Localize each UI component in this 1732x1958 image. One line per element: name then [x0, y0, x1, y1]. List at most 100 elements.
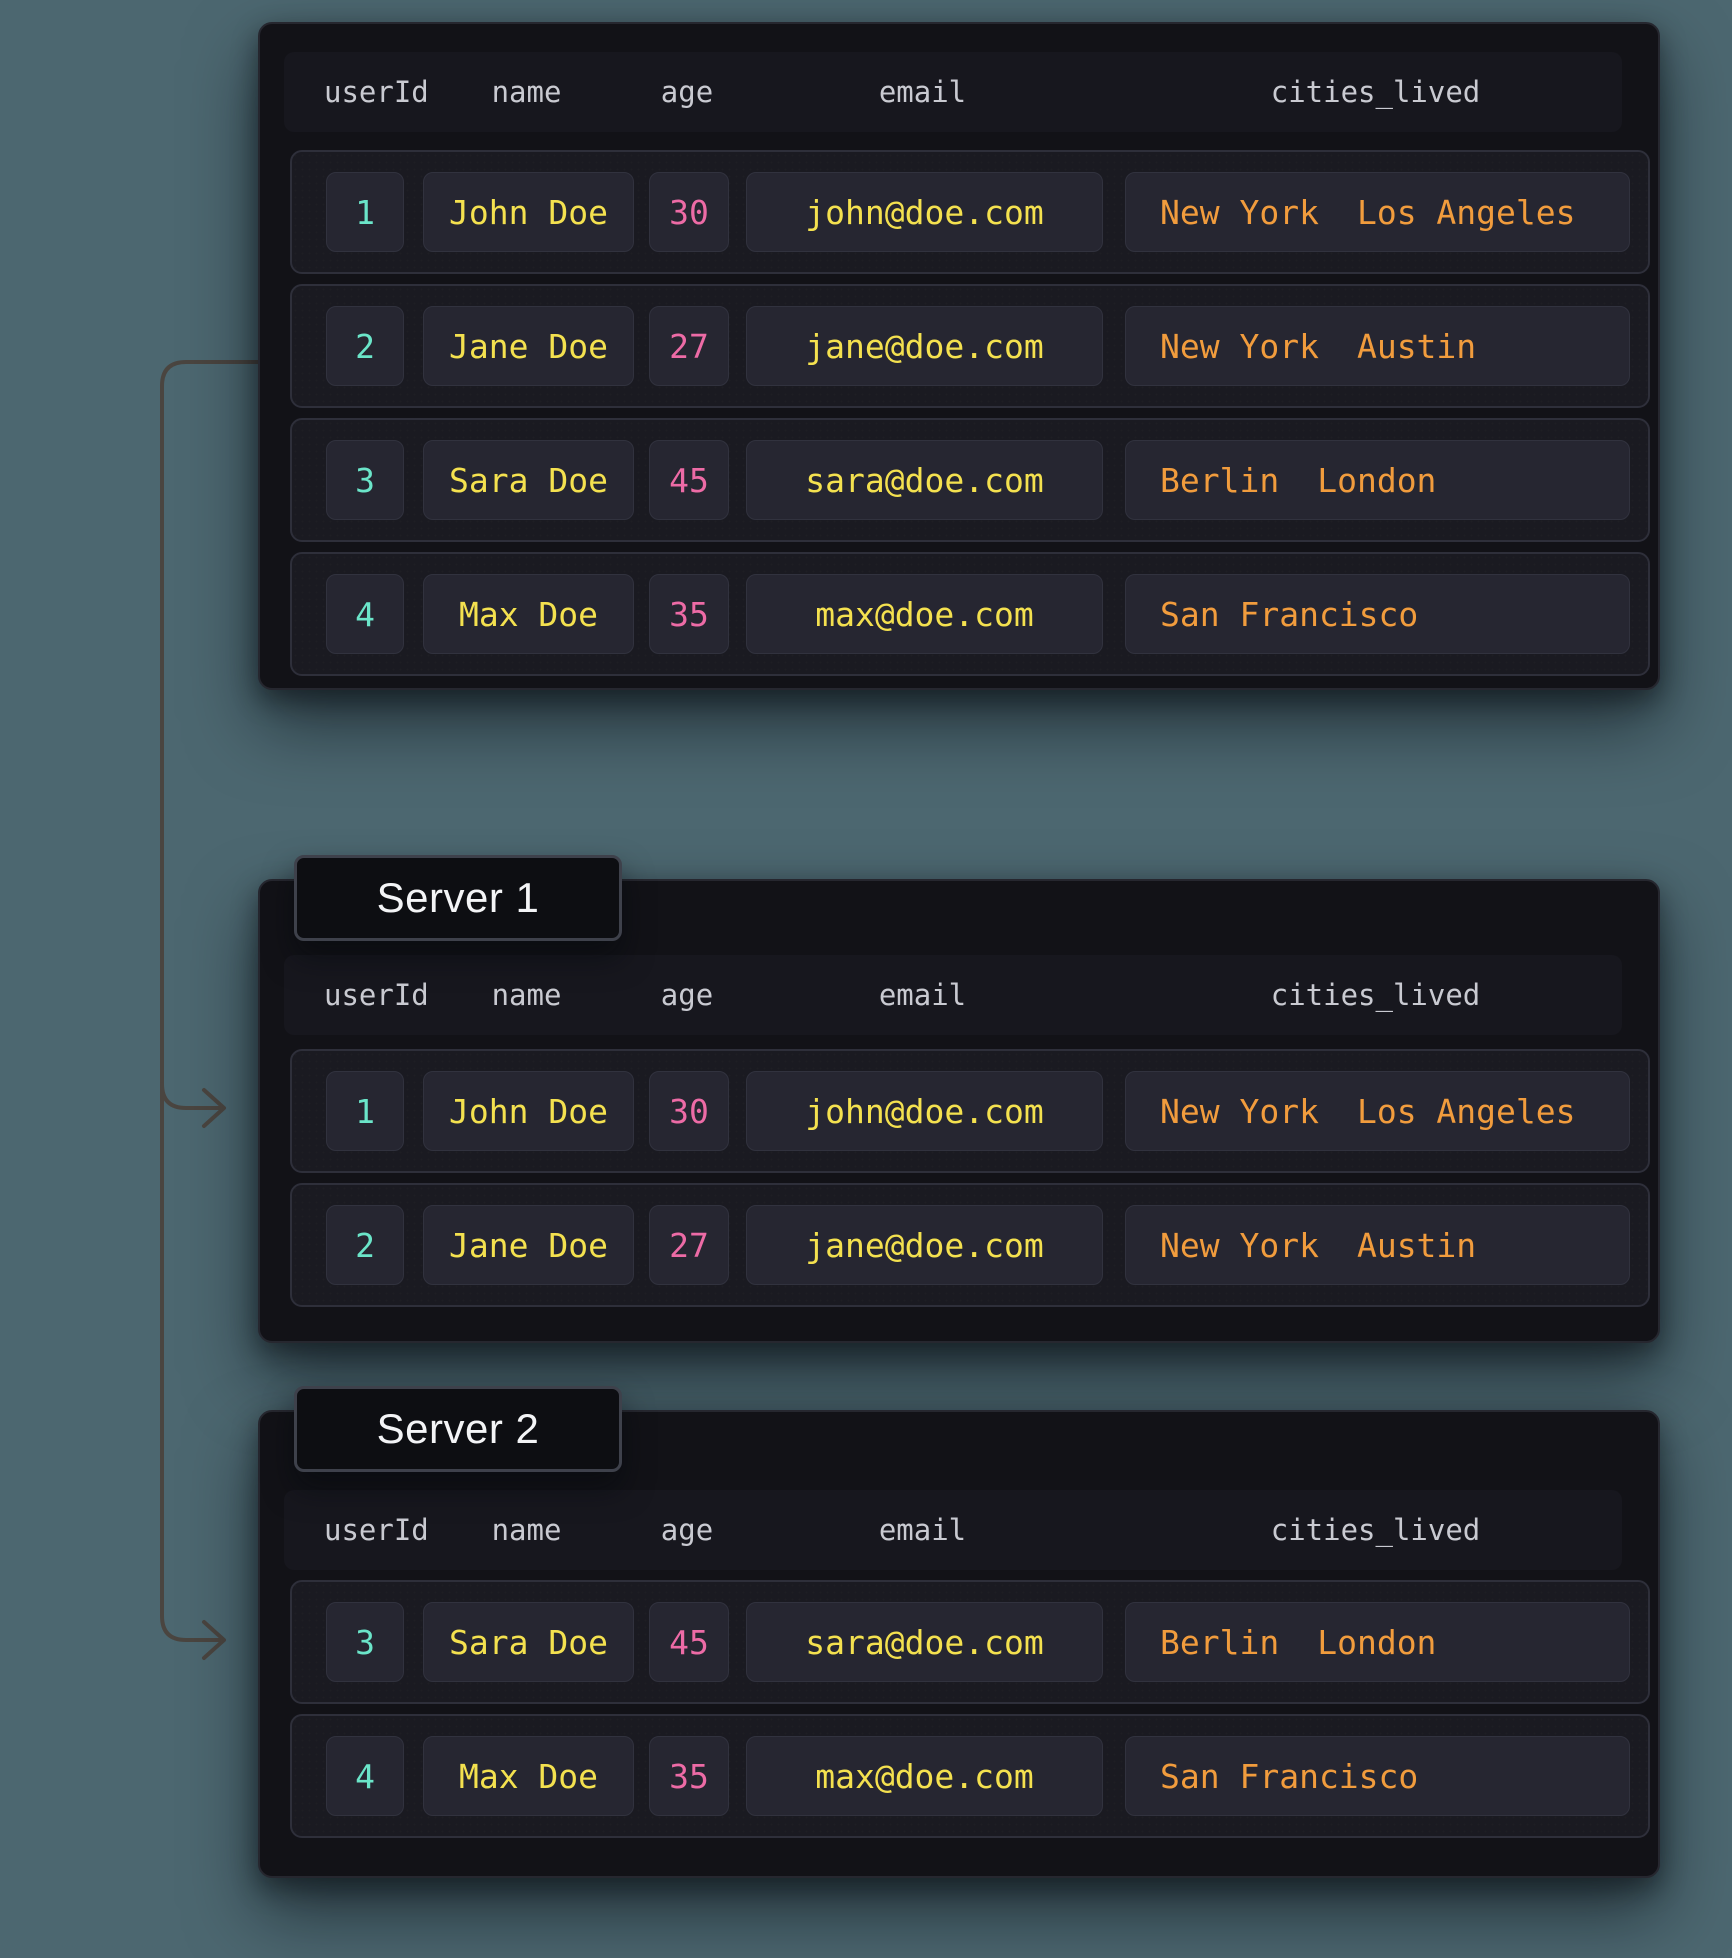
cell-age: 30 — [649, 1071, 729, 1151]
city-value: Berlin — [1160, 1622, 1280, 1662]
all-users-table-panel: userId name age email cities_lived 1 Joh… — [258, 22, 1660, 690]
userid-value: 1 — [355, 1091, 375, 1131]
city-value: London — [1317, 1622, 1437, 1662]
cell-email: jane@doe.com — [746, 306, 1103, 386]
cell-name: Sara Doe — [423, 440, 634, 520]
column-header-name: name — [491, 75, 562, 109]
cell-name: Max Doe — [423, 574, 634, 654]
cell-userid: 4 — [326, 574, 404, 654]
age-value: 35 — [669, 594, 709, 634]
name-value: Jane Doe — [449, 1225, 608, 1265]
column-header-email: email — [878, 978, 967, 1012]
arrowhead-icon — [202, 1088, 226, 1128]
cell-cities-lived: San Francisco — [1125, 1736, 1630, 1816]
table-rows: 1 John Doe 30 john@doe.com New York Los A… — [290, 150, 1650, 676]
userid-value: 2 — [355, 1225, 375, 1265]
name-value: Max Doe — [458, 1756, 599, 1796]
email-value: jane@doe.com — [805, 1225, 1044, 1265]
cell-userid: 4 — [326, 1736, 404, 1816]
cell-userid: 2 — [326, 1205, 404, 1285]
name-value: John Doe — [449, 1091, 608, 1131]
userid-value: 2 — [355, 326, 375, 366]
userid-value: 3 — [355, 460, 375, 500]
cell-cities-lived: New York Los Angeles — [1125, 172, 1630, 252]
age-value: 45 — [669, 460, 709, 500]
cell-name: Max Doe — [423, 1736, 634, 1816]
city-value: San Francisco — [1160, 594, 1419, 634]
userid-value: 4 — [355, 1756, 375, 1796]
cell-age: 35 — [649, 574, 729, 654]
column-header-email: email — [878, 75, 967, 109]
server-2-tab: Server 2 — [294, 1386, 622, 1472]
city-value: Austin — [1356, 326, 1477, 366]
cell-name: John Doe — [423, 172, 634, 252]
server-1-label: Server 1 — [376, 874, 540, 921]
table-row: 1 John Doe 30 john@doe.com New York Los A… — [290, 150, 1650, 274]
connector-branch-line — [160, 1082, 224, 1110]
cell-name: Sara Doe — [423, 1602, 634, 1682]
column-header-name: name — [491, 1513, 562, 1547]
userid-value: 1 — [355, 192, 375, 232]
cell-email: max@doe.com — [746, 574, 1103, 654]
cell-userid: 2 — [326, 306, 404, 386]
cell-name: Jane Doe — [423, 1205, 634, 1285]
name-value: Sara Doe — [449, 1622, 608, 1662]
column-header-row: userId name age email cities_lived — [284, 1490, 1622, 1570]
column-header-age: age — [660, 978, 714, 1012]
email-value: max@doe.com — [815, 1756, 1034, 1796]
email-value: john@doe.com — [805, 192, 1044, 232]
age-value: 30 — [669, 1091, 709, 1131]
connector-trunk-line — [160, 360, 260, 1642]
age-value: 30 — [669, 192, 709, 232]
column-header-age: age — [660, 1513, 714, 1547]
column-header-age: age — [660, 75, 714, 109]
name-value: Sara Doe — [449, 460, 608, 500]
cell-userid: 1 — [326, 172, 404, 252]
email-value: john@doe.com — [805, 1091, 1044, 1131]
name-value: Max Doe — [458, 594, 599, 634]
cell-email: john@doe.com — [746, 1071, 1103, 1151]
email-value: max@doe.com — [815, 594, 1034, 634]
server-2-panel: Server 2 userId name age email cities_li… — [258, 1386, 1660, 1878]
cell-age: 35 — [649, 1736, 729, 1816]
email-value: sara@doe.com — [805, 1622, 1044, 1662]
table-row: 4 Max Doe 35 max@doe.com San Francisco — [290, 552, 1650, 676]
email-value: jane@doe.com — [805, 326, 1044, 366]
table-row: 4 Max Doe 35 max@doe.com San Francisco — [290, 1714, 1650, 1838]
cell-age: 27 — [649, 306, 729, 386]
cell-userid: 1 — [326, 1071, 404, 1151]
age-value: 27 — [669, 326, 709, 366]
column-header-userid: userId — [324, 978, 429, 1012]
name-value: Jane Doe — [449, 326, 608, 366]
cell-age: 27 — [649, 1205, 729, 1285]
cell-age: 30 — [649, 172, 729, 252]
userid-value: 4 — [355, 594, 375, 634]
column-header-row: userId name age email cities_lived — [284, 955, 1622, 1035]
table-row: 2 Jane Doe 27 jane@doe.com New York Austi… — [290, 1183, 1650, 1307]
age-value: 35 — [669, 1756, 709, 1796]
column-header-name: name — [491, 978, 562, 1012]
city-value: Austin — [1356, 1225, 1477, 1265]
server-2-label: Server 2 — [376, 1405, 540, 1452]
server-1-tab: Server 1 — [294, 855, 622, 941]
column-header-email: email — [878, 1513, 967, 1547]
cell-email: john@doe.com — [746, 172, 1103, 252]
cell-age: 45 — [649, 1602, 729, 1682]
city-value: New York — [1160, 1225, 1319, 1265]
city-value: Los Angeles — [1356, 192, 1576, 232]
userid-value: 3 — [355, 1622, 375, 1662]
column-header-cities-lived: cities_lived — [1270, 978, 1481, 1012]
column-header-cities-lived: cities_lived — [1270, 1513, 1481, 1547]
email-value: sara@doe.com — [805, 460, 1044, 500]
name-value: John Doe — [449, 192, 608, 232]
cell-userid: 3 — [326, 1602, 404, 1682]
cell-age: 45 — [649, 440, 729, 520]
table-row: 3 Sara Doe 45 sara@doe.com Berlin London — [290, 1580, 1650, 1704]
city-value: New York — [1160, 192, 1319, 232]
